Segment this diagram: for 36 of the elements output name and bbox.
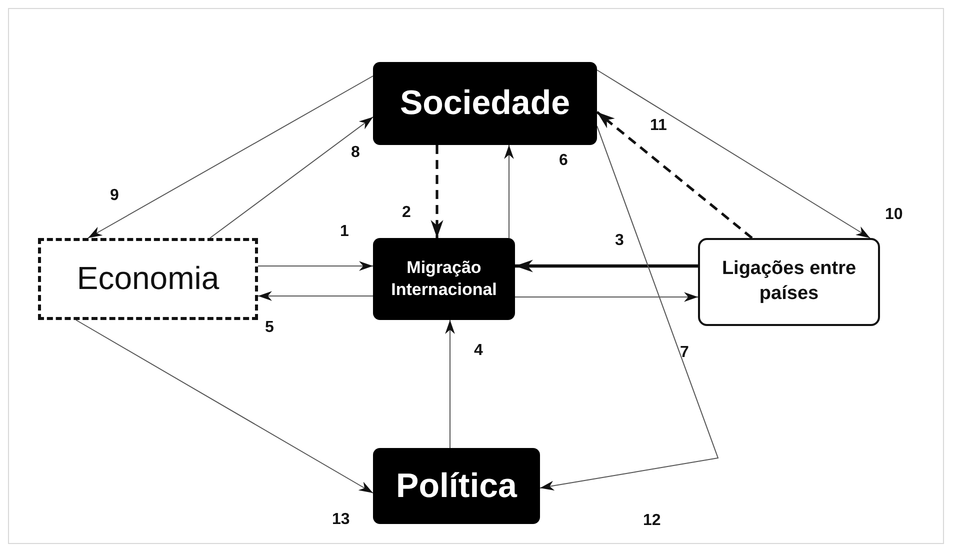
callout-number: 13 <box>332 512 350 528</box>
callout-number: 8 <box>351 145 360 161</box>
arrow <box>258 291 374 301</box>
callout-number: 12 <box>643 513 661 529</box>
callout-number: 9 <box>110 188 119 204</box>
arrow <box>430 145 444 238</box>
callout-number: 1 <box>340 224 349 240</box>
callout-number: 3 <box>615 233 624 249</box>
arrow <box>540 126 719 490</box>
node-label: Política <box>395 466 518 507</box>
node-label: Ligações entre países <box>720 257 858 306</box>
concept-box <box>373 238 515 320</box>
node-label: Sociedade <box>398 83 572 124</box>
arrow <box>515 260 698 272</box>
node-label: Migração Internacional <box>390 256 498 301</box>
arrow <box>596 70 870 238</box>
concept-box <box>373 62 597 145</box>
callout-number: 7 <box>680 345 689 361</box>
arrow <box>210 116 374 238</box>
arrow <box>445 320 455 448</box>
arrow <box>88 76 374 238</box>
arrow <box>514 292 698 302</box>
arrow <box>596 111 753 239</box>
arrow <box>76 320 374 494</box>
callout-number: 4 <box>474 343 483 359</box>
arrow <box>258 261 374 271</box>
arrow <box>504 144 514 238</box>
callout-number: 10 <box>885 207 903 223</box>
callout-number: 11 <box>650 118 667 134</box>
concept-box <box>373 448 540 524</box>
concept-box <box>38 238 258 320</box>
callout-number: 2 <box>402 205 411 221</box>
concept-box <box>698 238 880 326</box>
callout-number: 5 <box>265 320 274 336</box>
callout-number: 6 <box>559 153 568 169</box>
node-label: Economia <box>76 259 220 298</box>
